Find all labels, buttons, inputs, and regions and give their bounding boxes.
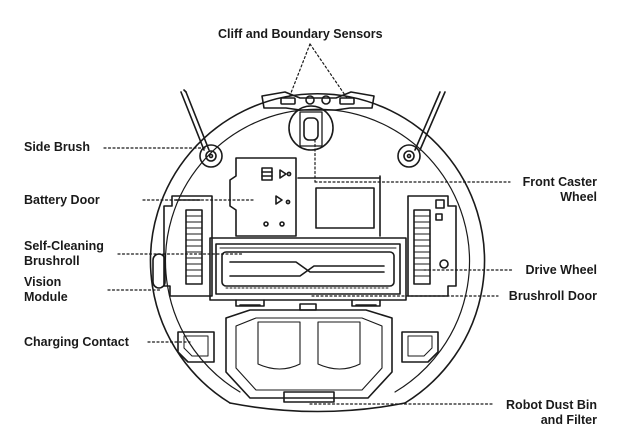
label-battery-door: Battery Door <box>24 193 100 207</box>
side-brush-right <box>397 91 446 168</box>
self-cleaning-brushroll <box>221 251 395 289</box>
label-front-caster-wheel: Front Caster Wheel <box>522 175 597 204</box>
drive-wheel-left <box>163 195 213 297</box>
robot-dust-bin <box>225 303 393 403</box>
label-drive-wheel: Drive Wheel <box>525 263 597 277</box>
brushroll-door <box>209 237 407 301</box>
cliff-sensor-right <box>339 97 355 105</box>
cliff-sensor-left <box>280 97 296 105</box>
drive-wheel-right <box>407 195 457 297</box>
label-side-brush: Side Brush <box>24 140 90 154</box>
front-caster-wheel <box>288 105 334 151</box>
label-vision-module: Vision Module <box>24 275 68 304</box>
leader-lines <box>103 43 513 405</box>
bin-release-tabs <box>235 299 381 307</box>
battery-door <box>229 157 297 237</box>
label-cliff-sensors: Cliff and Boundary Sensors <box>218 27 383 41</box>
label-self-cleaning-brushroll: Self-Cleaning Brushroll <box>24 239 104 268</box>
body-panel-right <box>297 175 381 237</box>
charging-contact-right <box>401 331 439 363</box>
label-charging-contact: Charging Contact <box>24 335 129 349</box>
label-brushroll-door: Brushroll Door <box>508 289 597 303</box>
side-brush-left <box>180 89 223 168</box>
leader-cliff-right <box>309 43 348 99</box>
leader-cliff-left <box>288 43 311 99</box>
charging-contact-left <box>177 331 215 363</box>
label-robot-dust-bin: Robot Dust Bin and Filter <box>506 398 597 427</box>
